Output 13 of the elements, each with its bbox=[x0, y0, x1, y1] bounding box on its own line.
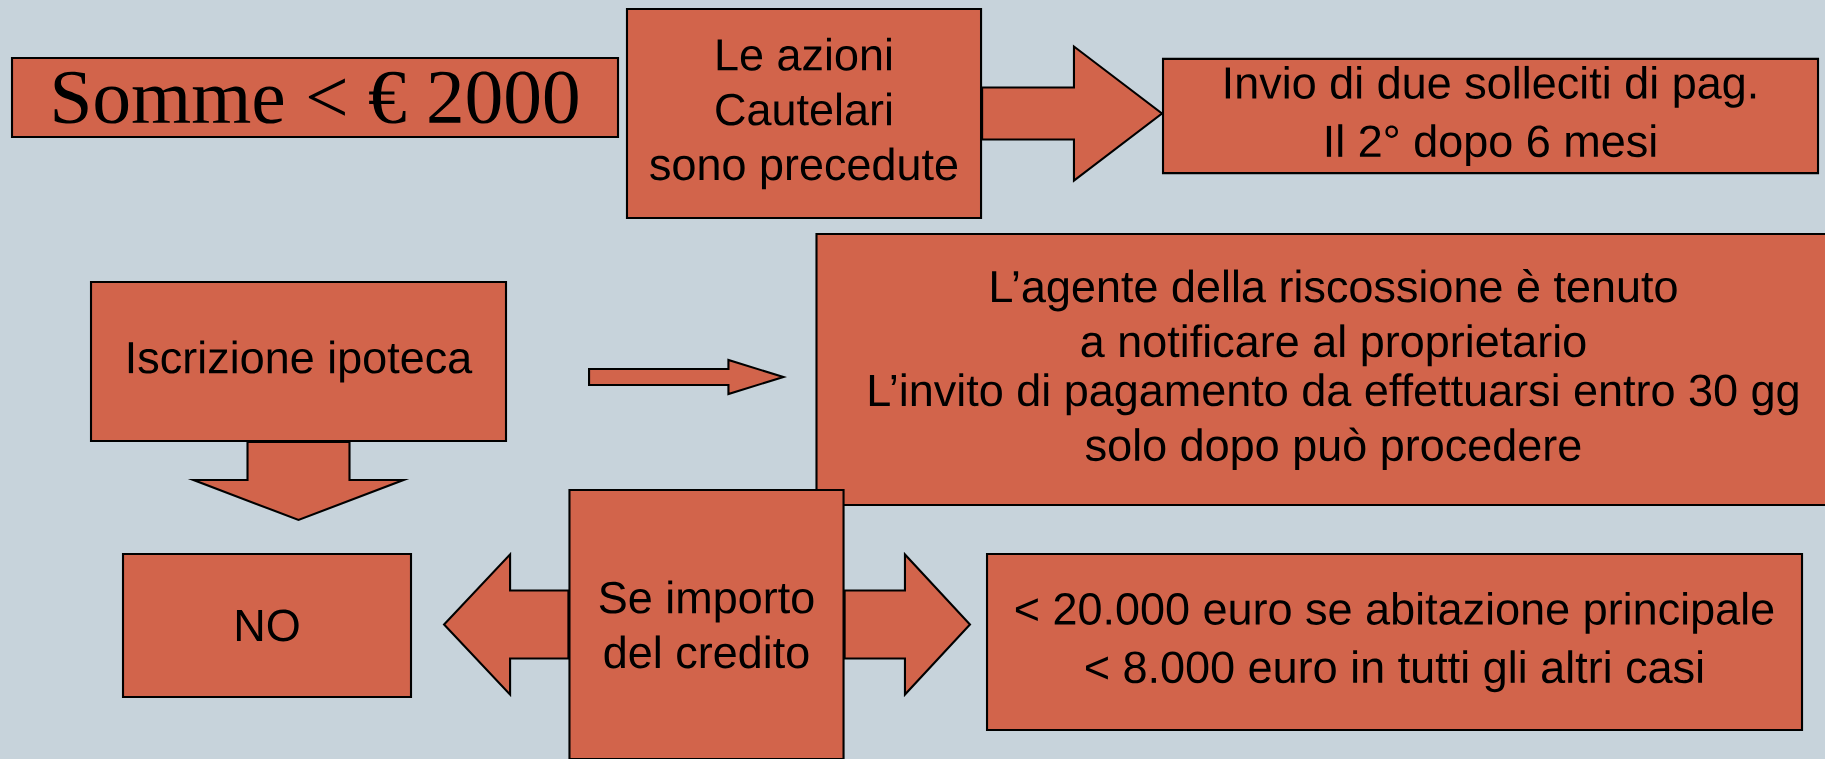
block-arrow bbox=[981, 44, 1164, 183]
process-box: Invio di due solleciti di pag. Il 2° dopo 6 mesi bbox=[1161, 57, 1820, 175]
process-box: NO bbox=[121, 552, 413, 699]
block-arrow bbox=[442, 551, 570, 698]
process-box: L’agente della riscossione è tenuto a notificare al proprietario L’invito di pagamento da effettuarsi entro 30 gg solo dopo può procedere bbox=[815, 232, 1825, 507]
process-box: Iscrizione ipoteca bbox=[89, 280, 508, 443]
block-arrow bbox=[187, 441, 410, 522]
process-box: Le azioni Cautelari sono precedute bbox=[625, 7, 983, 220]
process-box: < 20.000 euro se abitazione principale < 8.000 euro in tutti gli altri casi bbox=[985, 552, 1804, 732]
heading-box: Somme < € 2000 bbox=[10, 56, 620, 139]
block-arrow bbox=[588, 358, 787, 396]
block-arrow bbox=[843, 551, 972, 698]
process-box: Se importo del credito bbox=[568, 488, 845, 759]
